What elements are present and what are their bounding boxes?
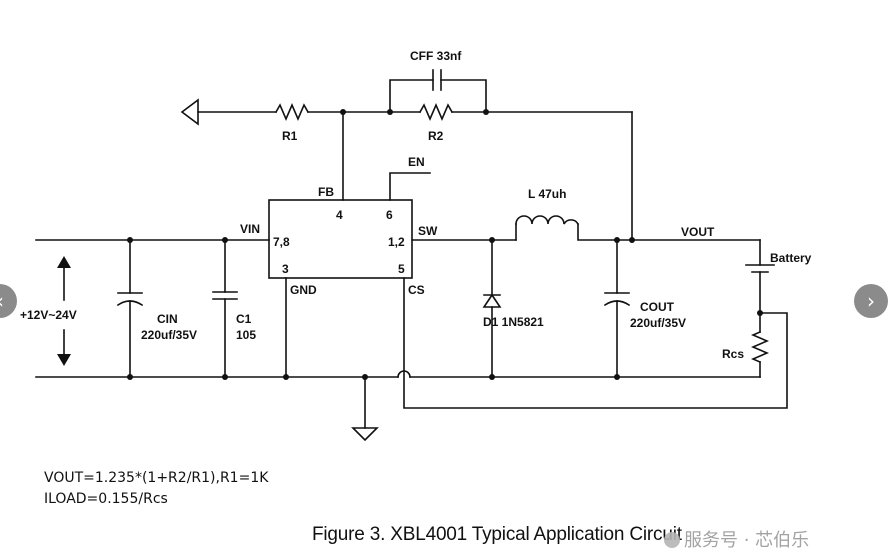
cff-label: CFF 33nf	[410, 49, 462, 63]
junction-dot	[757, 310, 763, 316]
cout-value: 220uf/35V	[630, 316, 686, 330]
junction-dot	[614, 237, 620, 243]
cin-label: CIN	[157, 312, 178, 326]
figure-caption: Figure 3. XBL4001 Typical Application Ci…	[312, 524, 682, 545]
sw-label: SW	[418, 224, 438, 238]
rcs-label: Rcs	[722, 347, 744, 361]
iload-formula: ILOAD=0.155/Rcs	[44, 491, 168, 507]
pin-cs-number: 5	[398, 262, 405, 276]
wire	[577, 223, 761, 241]
pin-en-number: 6	[386, 208, 393, 222]
r2-label: R2	[428, 129, 444, 143]
arrow-up-icon	[57, 256, 71, 268]
junction-dot	[489, 374, 495, 380]
wechat-logo-icon	[664, 532, 680, 548]
inductor-label: L 47uh	[528, 187, 566, 201]
junction-dot	[489, 237, 495, 243]
ic-xbl4001	[268, 199, 413, 279]
battery-label: Battery	[770, 251, 812, 265]
fb-label: FB	[318, 185, 334, 199]
r2-resistor	[418, 102, 454, 122]
pin-fb-number: 4	[336, 208, 343, 222]
vin-label: VIN	[240, 222, 260, 236]
junction-dot	[387, 109, 393, 115]
junction-dot	[222, 374, 228, 380]
gnd-label: GND	[290, 283, 317, 297]
junction-dot	[127, 237, 133, 243]
inductor-l	[515, 215, 580, 228]
r1-resistor	[274, 102, 310, 122]
next-image-button[interactable]: ›	[854, 284, 888, 318]
wire	[389, 79, 434, 113]
cin-value: 220uf/35V	[141, 328, 197, 342]
junction-dot	[283, 374, 289, 380]
r1-label: R1	[282, 129, 298, 143]
pin-sw-number: 1,2	[388, 235, 405, 249]
c1-value: 105	[236, 328, 256, 342]
wire	[403, 277, 788, 409]
junction-dot	[614, 374, 620, 380]
vout-formula: VOUT=1.235*(1+R2/R1),R1=1K	[44, 470, 269, 486]
vout-label: VOUT	[681, 225, 715, 239]
junction-dot	[340, 109, 346, 115]
junction-dot	[127, 374, 133, 380]
cs-label: CS	[408, 283, 425, 297]
diode-label: D1 1N5821	[483, 315, 544, 329]
pin-vin-number: 7,8	[273, 235, 290, 249]
wire	[389, 172, 431, 201]
prev-image-button[interactable]: ‹	[0, 284, 17, 318]
cout-label: COUT	[640, 300, 675, 314]
watermark: 服务号 · 芯伯乐	[664, 526, 809, 552]
feedback-ground-symbol	[180, 98, 199, 126]
junction-dot	[362, 374, 368, 380]
junction-dot	[483, 109, 489, 115]
en-label: EN	[408, 155, 425, 169]
junction-dot	[629, 237, 635, 243]
rcs-resistor	[750, 330, 770, 364]
watermark-text: 服务号 · 芯伯乐	[684, 530, 810, 551]
junction-dot	[222, 237, 228, 243]
c1-label: C1	[236, 312, 252, 326]
wire	[440, 79, 487, 113]
diode-d1	[482, 293, 502, 308]
arrow-down-icon	[57, 354, 71, 366]
input-range-label: +12V~24V	[20, 308, 77, 322]
ground-symbol	[351, 427, 379, 442]
pin-gnd-number: 3	[282, 262, 289, 276]
